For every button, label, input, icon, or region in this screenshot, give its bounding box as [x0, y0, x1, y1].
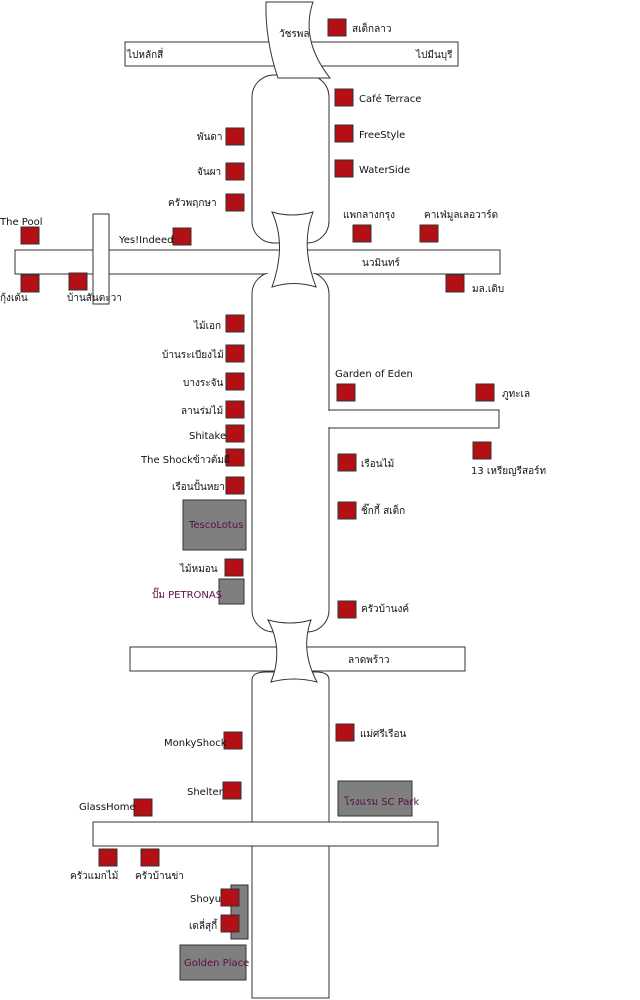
- label-tesco: TescoLotus: [188, 520, 243, 531]
- marker-lan-rom-mai[interactable]: [225, 400, 245, 419]
- label-nawamin: นวมินทร์: [362, 257, 400, 269]
- marker-janpha[interactable]: [225, 162, 245, 181]
- label-phae-klangkrung: แพกลางกรุง: [343, 210, 395, 221]
- marker-phae-klangkrung[interactable]: [352, 224, 372, 243]
- label-shoyu: Shoyu: [190, 894, 221, 905]
- label-bang-rachan: บางระจัน: [183, 378, 223, 389]
- label-khrua-ban-kha: ครัวบ้านข่า: [135, 870, 184, 882]
- marker-shoyu[interactable]: [220, 888, 240, 907]
- marker-shitake[interactable]: [225, 424, 245, 443]
- marker-bang-rachan[interactable]: [225, 372, 245, 391]
- label-to-laksi: ไปหลักสี่: [126, 47, 163, 61]
- label-khrua-ban-nong: ครัวบ้านงค์: [361, 603, 409, 615]
- label-mae-sri-ruean: แม่ศรีเรือน: [360, 728, 407, 740]
- marker-cafe-terrace[interactable]: [334, 88, 354, 107]
- label-khrua-maek-mai: ครัวแมกไม้: [70, 870, 118, 882]
- marker-glass-home[interactable]: [133, 798, 153, 817]
- label-sc-park: โรงแรม SC Park: [344, 795, 420, 808]
- label-the-pool: The Pool: [0, 217, 42, 228]
- label-petronas: ปั๊ม PETRONAS: [152, 587, 222, 601]
- marker-shelter[interactable]: [222, 781, 242, 800]
- marker-khrua-maek-mai[interactable]: [98, 848, 118, 867]
- marker-freestyle[interactable]: [334, 124, 354, 143]
- label-cafe-mule: คาเฟ่มูลเลอวาร์ด: [424, 209, 498, 221]
- marker-yes-indeed[interactable]: [172, 227, 192, 246]
- label-watcharapol: วัชรพล: [279, 29, 310, 40]
- marker-khrua-ban-kha[interactable]: [140, 848, 160, 867]
- overpass-watcharapol: [265, 1, 332, 79]
- label-latphrao: ลาดพร้าว: [348, 654, 389, 666]
- marker-mon-dip[interactable]: [445, 274, 465, 293]
- label-shelter: Shelter: [187, 787, 224, 798]
- marker-mae-sri-ruean[interactable]: [335, 723, 355, 742]
- marker-chikki-steak[interactable]: [337, 501, 357, 520]
- marker-phu-talay[interactable]: [475, 383, 495, 402]
- label-sadek-lao: สเต็กลาว: [352, 21, 391, 35]
- label-monky-shock: MonkyShock: [164, 738, 227, 749]
- label-baan-rabiang-mai: บ้านระเบียงไม้: [162, 349, 224, 361]
- roads: [14, 1, 501, 999]
- label-the-shock: The Shockข้าวต้มผี: [140, 454, 230, 466]
- marker-baan-santawa[interactable]: [68, 272, 88, 291]
- label-khrua-pruksa: ครัวพฤกษา: [168, 198, 217, 209]
- marker-khrua-pruksa[interactable]: [225, 193, 245, 212]
- label-phu-talay: ภูทะเล: [502, 389, 530, 400]
- label-mon-dip: มล.เดิบ: [472, 284, 504, 295]
- label-ruean-mai: เรือนไม้: [361, 458, 394, 470]
- label-chikki-steak: ชิ๊กกี้ สเต็ก: [361, 503, 405, 517]
- building-sc-park[interactable]: [337, 780, 413, 817]
- building-golden-place[interactable]: [179, 944, 247, 981]
- marker-resort-13[interactable]: [472, 441, 492, 460]
- label-cafe-terrace: Café Terrace: [359, 93, 421, 105]
- label-phanda: พันดา: [197, 132, 223, 143]
- marker-khrua-ban-nong[interactable]: [337, 600, 357, 619]
- label-ruean-pan-ya: เรือนปั้นหยา: [172, 479, 225, 493]
- label-shitake: Shitake: [189, 431, 226, 442]
- marker-baan-rabiang-mai[interactable]: [225, 344, 245, 363]
- marker-phanda[interactable]: [225, 127, 245, 146]
- road-side-right: [328, 409, 500, 429]
- label-resort-13: 13 เหรียญรีสอร์ท: [471, 465, 546, 477]
- overpass-nawamin: [271, 211, 317, 288]
- marker-dali-sugi[interactable]: [220, 914, 240, 933]
- marker-mai-ek[interactable]: [225, 314, 245, 333]
- marker-cafe-mule[interactable]: [419, 224, 439, 243]
- label-mai-ek: ไม้เอก: [193, 320, 221, 332]
- marker-garden-of-eden[interactable]: [336, 383, 356, 402]
- label-yes-indeed: Yes!Indeed: [118, 235, 173, 246]
- marker-waterside[interactable]: [334, 159, 354, 178]
- marker-the-shock[interactable]: [225, 448, 245, 467]
- label-janpha: จันผา: [197, 167, 221, 178]
- label-dali-sugi: เดลี่สุกี้: [189, 918, 218, 932]
- road-main-middle: [251, 271, 330, 633]
- marker-sadek-lao[interactable]: [327, 18, 347, 37]
- label-lan-rom-mai: ลานร่มไม้: [181, 405, 223, 417]
- marker-ruean-pan-ya[interactable]: [225, 476, 245, 495]
- label-baan-santawa: บ้านสันตะวา: [67, 292, 122, 304]
- marker-kung-ten[interactable]: [20, 274, 40, 293]
- label-mai-hom: ไม้หมอน: [179, 563, 218, 575]
- buildings: TescoLotus ปั๊ม PETRONAS โรงแรม SC Park …: [152, 499, 420, 981]
- label-glass-home: GlassHome: [79, 802, 136, 813]
- overpass-latphrao: [267, 619, 318, 683]
- label-to-minburi: ไปมีนบุรี: [415, 49, 453, 61]
- label-kung-ten: กุ้งเต้น: [0, 292, 28, 304]
- markers: สเต็กลาว Café Terrace FreeStyle WaterSid…: [0, 18, 546, 933]
- marker-monky-shock[interactable]: [223, 731, 243, 750]
- marker-ruean-mai[interactable]: [337, 453, 357, 472]
- label-garden-of-eden: Garden of Eden: [335, 369, 413, 380]
- label-freestyle: FreeStyle: [359, 130, 405, 141]
- marker-mai-hom[interactable]: [224, 558, 244, 577]
- label-waterside: WaterSide: [359, 165, 410, 176]
- building-tesco[interactable]: [182, 499, 247, 551]
- label-golden-place: Golden Place: [184, 958, 249, 969]
- marker-the-pool[interactable]: [20, 226, 40, 245]
- building-petronas[interactable]: [218, 578, 245, 605]
